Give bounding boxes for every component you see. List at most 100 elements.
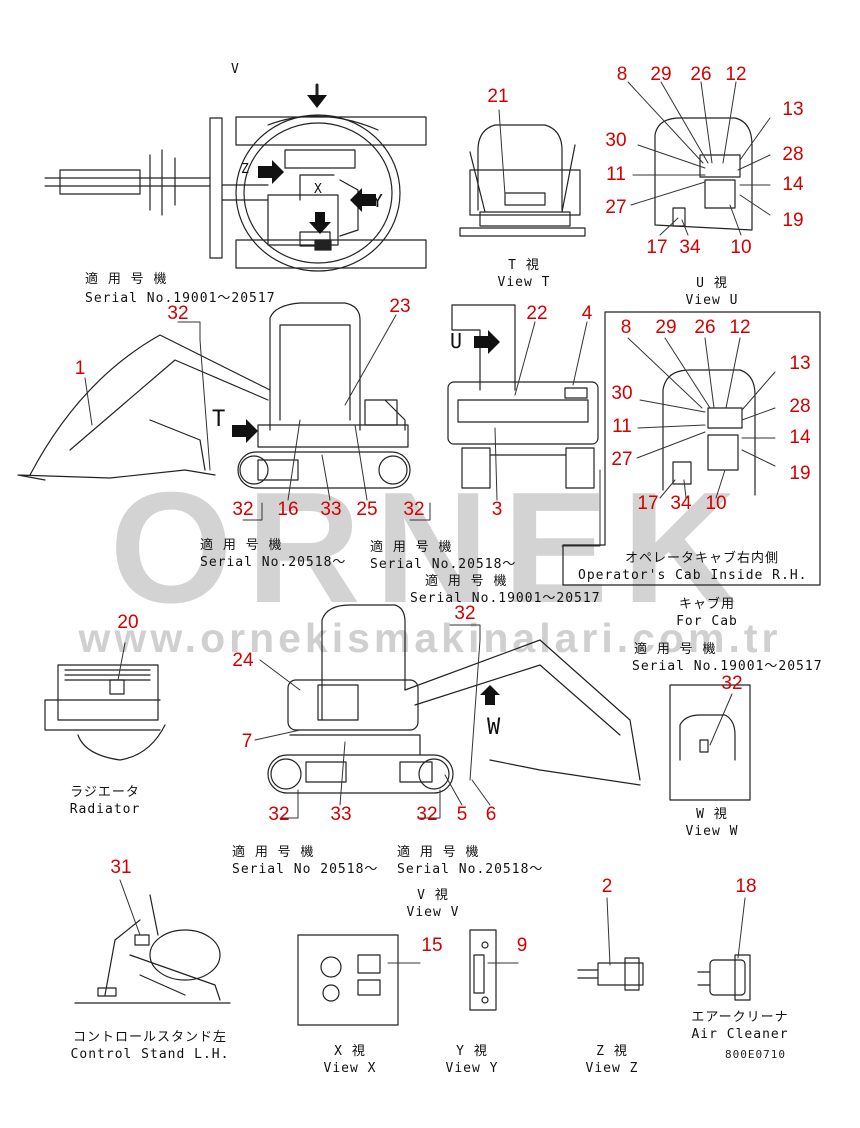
serial-jp-2: 適 用 号 機 bbox=[200, 538, 283, 553]
letter-y: Y bbox=[372, 191, 384, 212]
control-stand-jp: コントロールスタンド左 bbox=[72, 1030, 228, 1045]
control-stand-drawing bbox=[74, 894, 231, 1004]
callout-17-top: 17 bbox=[646, 237, 668, 258]
callout-32-e: 32 bbox=[721, 673, 743, 694]
side-view-excavator bbox=[17, 302, 411, 489]
view-z-en: View Z bbox=[585, 1061, 639, 1076]
serial-jp-1: 適 用 号 機 bbox=[85, 272, 168, 287]
callout-32-b: 32 bbox=[232, 499, 254, 520]
lower-side-excavator bbox=[267, 604, 641, 794]
letter-w: W bbox=[487, 715, 502, 740]
callout-14-mid: 14 bbox=[789, 427, 811, 448]
view-x-drawing bbox=[297, 934, 399, 1026]
view-y-en: View Y bbox=[445, 1061, 499, 1076]
serial-jp-7: 適 用 号 機 bbox=[397, 845, 480, 860]
callout-19-mid: 19 bbox=[789, 463, 811, 484]
callout-17-mid: 17 bbox=[637, 493, 659, 514]
callout-33-b: 33 bbox=[330, 804, 352, 825]
callout-11-top: 11 bbox=[606, 164, 626, 185]
view-t-drawing bbox=[459, 124, 586, 237]
callout-19-top: 19 bbox=[782, 210, 804, 231]
callout-30-top: 30 bbox=[605, 130, 627, 151]
callout-26-top: 26 bbox=[690, 64, 712, 85]
watermark-logo: ORNEK bbox=[109, 460, 751, 636]
radiator-en: Radiator bbox=[69, 802, 141, 817]
serial-20518-4: Serial No.20518～ bbox=[397, 862, 544, 877]
callout-29-mid: 29 bbox=[655, 317, 677, 338]
callout-23: 23 bbox=[389, 296, 411, 317]
callout-8-top: 8 bbox=[616, 64, 628, 85]
callout-26-mid: 26 bbox=[694, 317, 716, 338]
top-plan-view bbox=[44, 83, 427, 272]
callout-20: 20 bbox=[117, 612, 139, 633]
letter-v: V bbox=[231, 62, 240, 77]
view-z-drawing bbox=[577, 957, 644, 991]
callout-34-top: 34 bbox=[679, 237, 701, 258]
callout-8-mid: 8 bbox=[620, 317, 632, 338]
callout-18: 18 bbox=[735, 876, 757, 897]
view-z-jp: Z 視 bbox=[596, 1044, 628, 1059]
view-w-en: View W bbox=[685, 824, 739, 839]
callout-9: 9 bbox=[516, 935, 528, 956]
cab-inside-en: Operator's Cab Inside R.H. bbox=[578, 568, 808, 583]
callout-32-f: 32 bbox=[268, 804, 290, 825]
serial-jp-6: 適 用 号 機 bbox=[232, 845, 315, 860]
view-u-en: View U bbox=[685, 293, 739, 308]
letter-t: T bbox=[212, 407, 227, 432]
callout-30-mid: 30 bbox=[611, 383, 633, 404]
serial-19001-3: Serial No.19001～20517 bbox=[632, 659, 823, 674]
callout-32-g: 32 bbox=[416, 804, 438, 825]
serial-jp-3: 適 用 号 機 bbox=[370, 540, 453, 555]
callout-5: 5 bbox=[456, 804, 468, 825]
view-u-jp: U 視 bbox=[696, 276, 728, 291]
callout-27-top: 27 bbox=[605, 197, 627, 218]
radiator-jp: ラジエータ bbox=[70, 785, 140, 800]
callout-12-mid: 12 bbox=[729, 317, 751, 338]
leader-lines bbox=[84, 81, 776, 966]
callout-1: 1 bbox=[74, 358, 86, 379]
callout-32-a: 32 bbox=[167, 303, 189, 324]
callout-15: 15 bbox=[421, 935, 443, 956]
serial-20518-2: Serial No.20518～ bbox=[370, 557, 517, 572]
serial-19001-1: Serial No.19001～20517 bbox=[85, 291, 276, 306]
serial-20518-3: Serial No 20518～ bbox=[232, 862, 379, 877]
view-x-jp: X 視 bbox=[334, 1044, 366, 1059]
view-v-en: View V bbox=[406, 905, 460, 920]
view-y-jp: Y 視 bbox=[456, 1044, 488, 1059]
cab-inside-box bbox=[562, 311, 821, 586]
serial-jp-4: 適 用 号 機 bbox=[425, 574, 508, 589]
callout-32-c: 32 bbox=[403, 499, 425, 520]
cab-inside-jp: オペレータキャブ右内側 bbox=[625, 551, 780, 566]
callout-22: 22 bbox=[526, 303, 548, 324]
view-w-drawing bbox=[669, 684, 751, 801]
view-w-jp: W 視 bbox=[696, 807, 728, 822]
callout-25: 25 bbox=[356, 499, 378, 520]
radiator-drawing bbox=[44, 664, 166, 761]
callout-33-a: 33 bbox=[320, 499, 342, 520]
callout-34-mid: 34 bbox=[670, 493, 692, 514]
callout-32-d: 32 bbox=[454, 603, 476, 624]
drawing-code: 800E0710 bbox=[725, 1048, 786, 1061]
callout-7: 7 bbox=[241, 731, 253, 752]
for-cab-en: For Cab bbox=[676, 614, 738, 629]
serial-20518-1: Serial No.20518～ bbox=[200, 555, 347, 570]
air-cleaner-drawing bbox=[697, 954, 751, 1001]
callout-6: 6 bbox=[485, 804, 497, 825]
callout-3: 3 bbox=[491, 499, 503, 520]
callout-13-mid: 13 bbox=[789, 353, 811, 374]
callout-24: 24 bbox=[232, 650, 254, 671]
letter-z: Z bbox=[241, 162, 250, 177]
control-stand-en: Control Stand L.H. bbox=[70, 1047, 230, 1062]
letter-u: U bbox=[450, 329, 464, 353]
callout-2: 2 bbox=[601, 876, 613, 897]
callout-29-top: 29 bbox=[650, 64, 672, 85]
callout-21: 21 bbox=[487, 86, 509, 107]
for-cab-jp: キャブ用 bbox=[678, 597, 736, 612]
air-cleaner-en: Air Cleaner bbox=[691, 1027, 789, 1042]
rear-view-excavator bbox=[447, 304, 599, 489]
callout-4: 4 bbox=[581, 303, 593, 324]
callout-12-top: 12 bbox=[725, 64, 747, 85]
callout-13-top: 13 bbox=[782, 99, 804, 120]
